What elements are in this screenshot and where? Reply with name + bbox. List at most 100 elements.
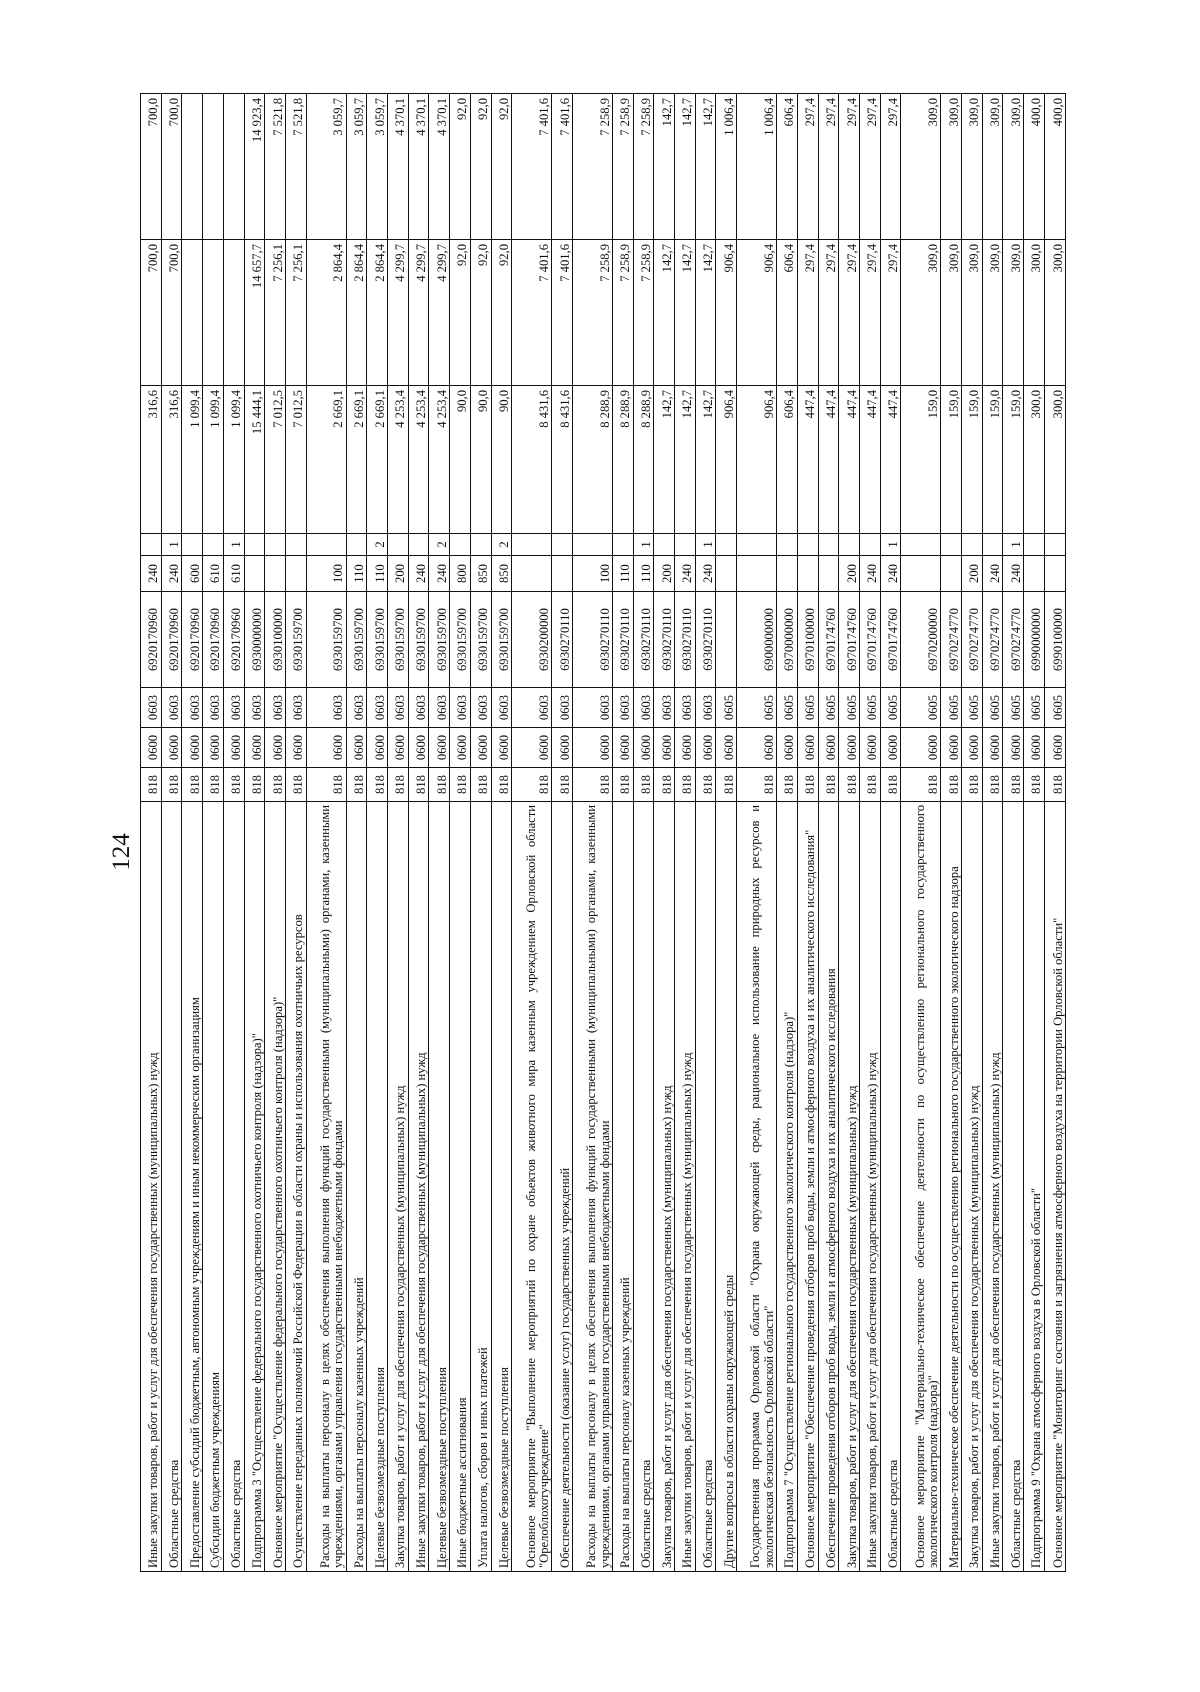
amount-year1-cell: 2 669,1: [366, 385, 388, 534]
source-mark-cell: [1023, 533, 1045, 556]
amount-year1-cell: 159,0: [900, 385, 941, 534]
source-mark-cell: [264, 533, 286, 556]
target-article-cell: 6930270110: [695, 591, 716, 688]
expense-type-cell: [776, 555, 798, 592]
amount-year3-cell: 3 059,7: [366, 93, 388, 240]
row-name-cell: Расходы на выплаты персоналу в целях обе…: [306, 801, 347, 1572]
amount-year2-cell: 7 256,1: [264, 239, 286, 386]
source-mark-cell: [859, 533, 881, 556]
expense-type-cell: [818, 555, 839, 592]
amount-year1-cell: 2 669,1: [306, 385, 347, 534]
target-article-cell: 6920170960: [202, 591, 224, 688]
subsection-code-cell: 0603: [387, 687, 409, 728]
ved-code-cell: 818: [1002, 767, 1024, 802]
expense-type-cell: 610: [202, 555, 224, 592]
target-article-cell: 6970000000: [776, 591, 798, 688]
amount-year1-cell: 4 253,4: [428, 385, 450, 534]
amount-year3-cell: 7 258,9: [612, 93, 634, 240]
expense-type-cell: [264, 555, 286, 592]
amount-year2-cell: 7 258,9: [612, 239, 634, 386]
ved-code-cell: 818: [449, 767, 471, 802]
amount-year2-cell: 7 256,1: [285, 239, 307, 386]
amount-year3-cell: 400,0: [1023, 93, 1045, 240]
row-name-cell: Обеспечение деятельности (оказание услуг…: [551, 801, 573, 1572]
table-row: Расходы на выплаты персоналу казенных уч…: [612, 93, 634, 1572]
target-article-cell: 6970174760: [859, 591, 881, 688]
expense-type-cell: 240: [140, 555, 162, 592]
source-mark-cell: [551, 533, 573, 556]
expense-type-cell: 240: [859, 555, 881, 592]
amount-year3-cell: 14 923,4: [244, 93, 265, 240]
source-mark-cell: [736, 533, 777, 556]
row-name-cell: Областные средства: [223, 801, 245, 1572]
source-mark-cell: 1: [223, 533, 245, 556]
expense-type-cell: [797, 555, 819, 592]
amount-year3-cell: 400,0: [1044, 93, 1066, 240]
target-article-cell: 6920170960: [181, 591, 203, 688]
amount-year3-cell: 309,0: [1002, 93, 1024, 240]
section-code-cell: 0600: [449, 727, 471, 768]
amount-year2-cell: [181, 239, 203, 386]
subsection-code-cell: 0605: [776, 687, 798, 728]
amount-year1-cell: 8 431,6: [551, 385, 573, 534]
section-code-cell: 0600: [572, 727, 613, 768]
row-name-cell: Субсидии бюджетным учреждениям: [202, 801, 224, 1572]
amount-year3-cell: [181, 93, 203, 240]
source-mark-cell: [470, 533, 492, 556]
expense-type-cell: 240: [982, 555, 1003, 592]
amount-year1-cell: 142,7: [695, 385, 716, 534]
section-code-cell: 0600: [511, 727, 552, 768]
subsection-code-cell: 0603: [695, 687, 716, 728]
row-name-cell: Уплата налогов, сборов и иных платежей: [470, 801, 492, 1572]
target-article-cell: 6930270110: [612, 591, 634, 688]
ved-code-cell: 818: [346, 767, 367, 802]
row-name-cell: Основное мероприятие "Обеспечение провед…: [797, 801, 819, 1572]
target-article-cell: 6930270110: [653, 591, 675, 688]
expense-type-cell: 850: [491, 555, 512, 592]
target-article-cell: 6930159700: [387, 591, 409, 688]
ved-code-cell: 818: [612, 767, 634, 802]
source-mark-cell: [306, 533, 347, 556]
table-row: Иные закупки товаров, работ и услуг для …: [859, 93, 881, 1572]
ved-code-cell: 818: [223, 767, 245, 802]
row-name-cell: Иные закупки товаров, работ и услуг для …: [982, 801, 1003, 1572]
source-mark-cell: [346, 533, 367, 556]
row-name-cell: Целевые безвозмездные поступления: [366, 801, 388, 1572]
row-name-cell: Целевые безвозмездные поступления: [491, 801, 512, 1572]
amount-year1-cell: 447,4: [797, 385, 819, 534]
section-code-cell: 0600: [776, 727, 798, 768]
table-row: Основное мероприятие "Мониторинг состоян…: [1044, 93, 1066, 1572]
subsection-code-cell: 0603: [264, 687, 286, 728]
source-mark-cell: 1: [1002, 533, 1024, 556]
expense-type-cell: [1023, 555, 1045, 592]
row-name-cell: Областные средства: [633, 801, 654, 1572]
section-code-cell: 0600: [715, 727, 737, 768]
target-article-cell: 6970174760: [818, 591, 839, 688]
table-body: Иные закупки товаров, работ и услуг для …: [140, 93, 1066, 1572]
ved-code-cell: 818: [572, 767, 613, 802]
row-name-cell: Областные средства: [880, 801, 901, 1572]
amount-year1-cell: 159,0: [1002, 385, 1024, 534]
expense-type-cell: 600: [181, 555, 203, 592]
amount-year2-cell: 7 258,9: [572, 239, 613, 386]
amount-year3-cell: 700,0: [140, 93, 162, 240]
amount-year3-cell: 4 370,1: [387, 93, 409, 240]
amount-year2-cell: 700,0: [161, 239, 182, 386]
source-mark-cell: [285, 533, 307, 556]
amount-year3-cell: 142,7: [653, 93, 675, 240]
amount-year1-cell: 8 288,9: [572, 385, 613, 534]
amount-year1-cell: 159,0: [961, 385, 983, 534]
subsection-code-cell: 0603: [285, 687, 307, 728]
amount-year2-cell: 300,0: [1044, 239, 1066, 386]
row-name-cell: Закупка товаров, работ и услуг для обесп…: [961, 801, 983, 1572]
table-row: Иные закупки товаров, работ и услуг для …: [982, 93, 1003, 1572]
amount-year1-cell: 159,0: [940, 385, 962, 534]
subsection-code-cell: 0603: [449, 687, 471, 728]
row-name-cell: Основное мероприятие "Мониторинг состоян…: [1044, 801, 1066, 1572]
amount-year1-cell: 1 099,4: [181, 385, 203, 534]
expense-type-cell: 800: [449, 555, 471, 592]
row-name-cell: Областные средства: [695, 801, 716, 1572]
section-code-cell: 0600: [818, 727, 839, 768]
